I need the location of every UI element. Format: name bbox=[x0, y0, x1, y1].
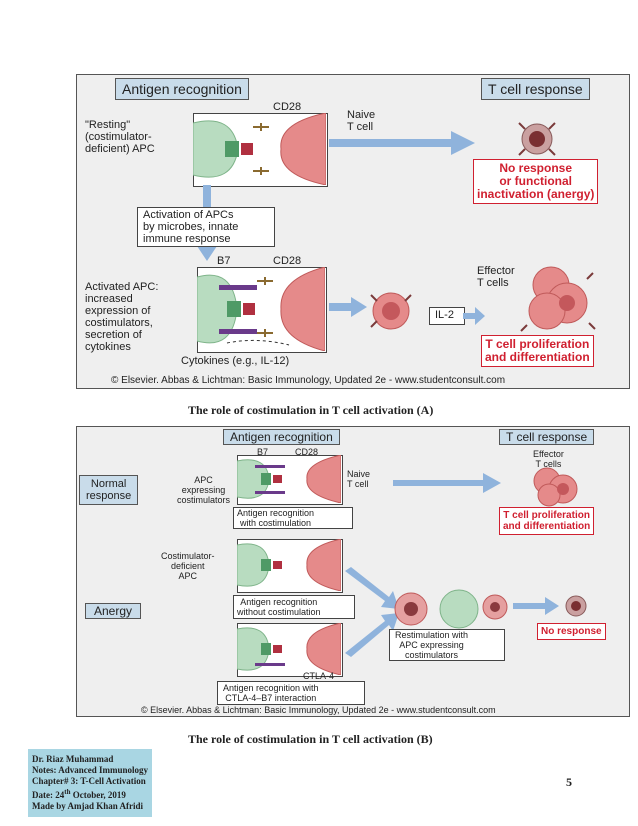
figure-b-panel-3-diagram bbox=[237, 623, 341, 675]
figure-b-restim-box bbox=[389, 629, 505, 661]
footer-made-by: Made by Amjad Khan Afridi bbox=[32, 801, 144, 811]
figure-b-effector-cells bbox=[533, 467, 578, 507]
figure-b-panel-1-diagram bbox=[237, 455, 341, 503]
figure-b-box-3-label: Antigen recognition with CTLA-4–B7 inter… bbox=[223, 683, 319, 703]
figure-a-no-response-box: No response or functional inactivation (… bbox=[473, 159, 599, 204]
figure-b-header-right: T cell response bbox=[499, 429, 595, 445]
figure-b-restim-label: Restimulation with APC expressing costim… bbox=[395, 630, 469, 660]
figure-b-box-2-label: Antigen recognition without costimulatio… bbox=[237, 597, 321, 617]
figure-a-cd28-label: CD28 bbox=[273, 101, 302, 113]
figure-a-anergic-cell bbox=[518, 122, 556, 156]
footer-author: Dr. Riaz Muhammad bbox=[32, 754, 114, 764]
author-footer: Dr. Riaz Muhammad Notes: Advanced Immuno… bbox=[28, 749, 152, 817]
figure-a-activation-label: Activation of APCs by microbes, innate i… bbox=[143, 209, 239, 245]
figure-a-activated-tcell bbox=[370, 292, 412, 330]
figure-a-proliferation-box: T cell proliferation and differentiation bbox=[481, 335, 594, 367]
figure-a: Antigen recognition T cell response "Res… bbox=[76, 74, 630, 389]
figure-b-arrow-2 bbox=[513, 597, 559, 615]
figure-a-activated-diagram bbox=[197, 267, 325, 351]
caption-b: The role of costimulation in T cell acti… bbox=[188, 732, 433, 746]
footer-chapter: Chapter# 3: T-Cell Activation bbox=[32, 776, 146, 786]
figure-a-cd28-label-2: CD28 bbox=[273, 255, 302, 267]
figure-a-effector-label: Effector T cells bbox=[477, 265, 515, 289]
figure-a-arrow-top bbox=[329, 131, 475, 155]
figure-b-box-1-label: Antigen recognition with costimulation bbox=[237, 508, 315, 528]
figure-a-header-left: Antigen recognition bbox=[115, 78, 249, 100]
figure-b-box-2 bbox=[233, 595, 355, 619]
figure-a-b7-label: B7 bbox=[217, 255, 231, 267]
figure-b-apc-expressing-label: APC expressing costimulators bbox=[177, 475, 231, 505]
figure-b-restim-cells bbox=[394, 589, 508, 629]
figure-b-b7-label: B7 bbox=[257, 447, 269, 457]
figure-b-anergy-label: Anergy bbox=[85, 603, 142, 619]
figure-b-box-1 bbox=[233, 507, 353, 529]
figure-b: Antigen recognition T cell response Norm… bbox=[76, 426, 630, 717]
figure-b-header-left: Antigen recognition bbox=[223, 429, 340, 445]
figure-b-copyright: © Elsevier. Abbas & Lichtman: Basic Immu… bbox=[141, 705, 496, 715]
figure-b-proliferation-box: T cell proliferation and differentiation bbox=[499, 507, 595, 535]
figure-b-no-response-box: No response bbox=[537, 623, 606, 640]
figure-b-cd28-label: CD28 bbox=[295, 447, 319, 457]
footer-notes: Notes: Advanced Immunology bbox=[32, 765, 149, 775]
figure-b-costim-deficient-label: Costimulator- deficient APC bbox=[161, 551, 215, 581]
figure-a-il2-label: IL-2 bbox=[435, 309, 454, 321]
figure-a-activation-box bbox=[137, 207, 275, 247]
figure-b-nonresponsive-cell bbox=[565, 595, 587, 617]
footer-date: Date: 24th October, 2019 bbox=[32, 788, 126, 800]
figure-b-arrow-1 bbox=[393, 473, 501, 493]
figure-a-resting-apc-label: "Resting" (costimulator- deficient) APC bbox=[85, 119, 155, 155]
figure-b-normal-response-label: Normal response bbox=[79, 475, 139, 505]
figure-b-ctla4-label: CTLA-4 bbox=[303, 671, 335, 681]
figure-a-arrow-mid bbox=[329, 297, 367, 317]
figure-b-arrows-converge bbox=[345, 567, 399, 657]
figure-b-box-3 bbox=[217, 681, 365, 705]
figure-a-activated-apc-label: Activated APC: increased expression of c… bbox=[85, 281, 159, 353]
figure-b-effector-label: Effector T cells bbox=[533, 449, 564, 469]
caption-a: The role of costimulation in T cell acti… bbox=[188, 403, 434, 417]
figure-a-header-right: T cell response bbox=[481, 78, 590, 100]
figure-a-cytokines-label: Cytokines (e.g., IL-12) bbox=[181, 355, 290, 367]
figure-a-arrow-right bbox=[463, 307, 485, 325]
figure-a-copyright: © Elsevier. Abbas & Lichtman: Basic Immu… bbox=[111, 375, 506, 386]
figure-a-naive-tcell-label: Naive T cell bbox=[347, 109, 376, 133]
figure-b-naive-tcell-label: Naive T cell bbox=[347, 469, 371, 489]
figure-a-resting-diagram bbox=[193, 113, 326, 185]
page-number: 5 bbox=[566, 775, 572, 789]
figure-b-panel-2-diagram bbox=[237, 539, 341, 591]
figure-a-effector-cells bbox=[520, 266, 596, 332]
